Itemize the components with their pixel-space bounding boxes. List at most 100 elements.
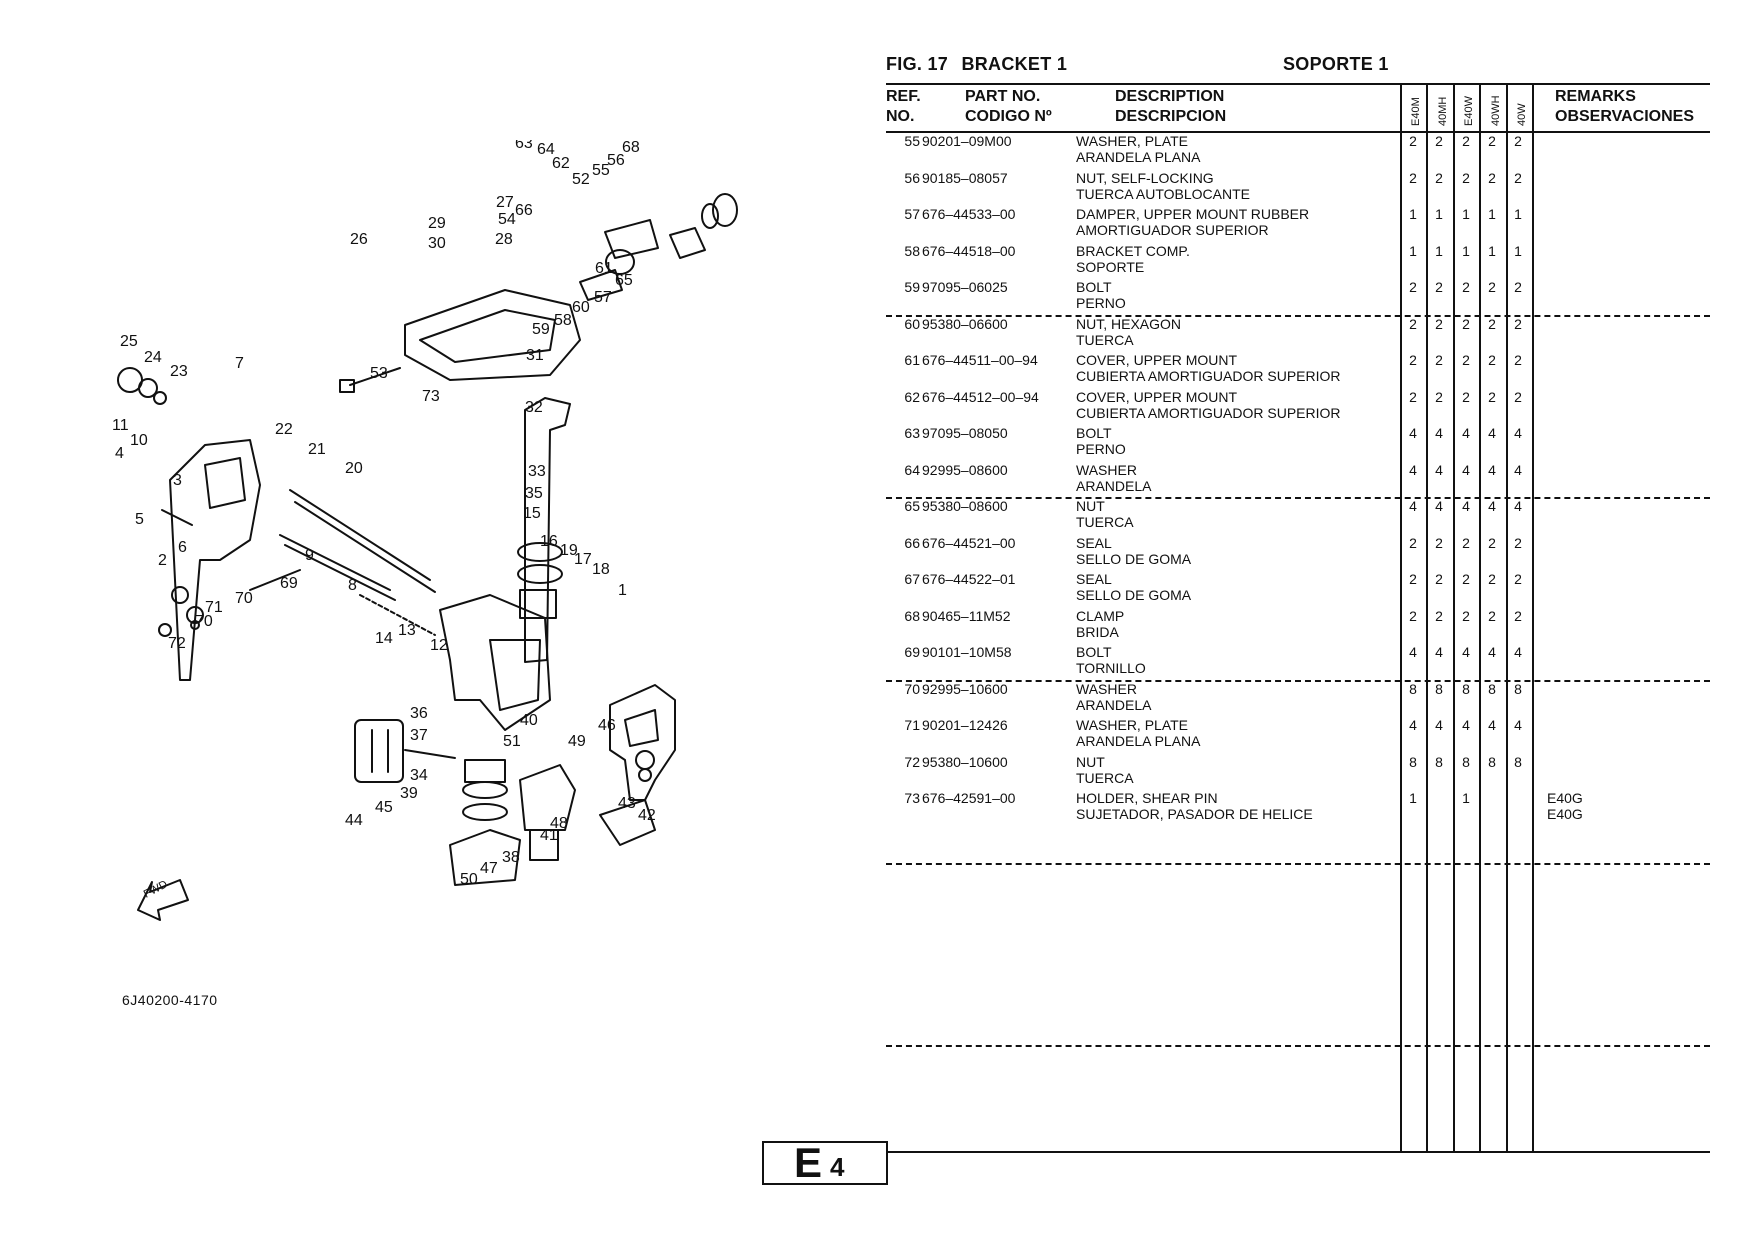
column-divider — [1400, 84, 1402, 1151]
qty: 2 — [1435, 133, 1443, 149]
svg-text:12: 12 — [430, 637, 448, 654]
svg-text:20: 20 — [345, 460, 363, 477]
svg-text:2: 2 — [158, 552, 167, 569]
column-divider — [1506, 84, 1508, 1151]
description-en: BOLT — [1076, 644, 1112, 660]
svg-text:35: 35 — [525, 485, 543, 502]
part-no: 90465–11M52 — [922, 607, 1011, 624]
qty: 2 — [1462, 388, 1470, 405]
qty: 1 — [1462, 242, 1470, 259]
description-en: WASHER — [1076, 680, 1137, 697]
qty: 8 — [1514, 753, 1522, 770]
svg-text:29: 29 — [428, 215, 446, 232]
qty: 8 — [1409, 753, 1417, 770]
qty: 2 — [1488, 571, 1496, 587]
part-no: 95380–10600 — [922, 753, 1008, 770]
figure-number: FIG. 17 — [886, 54, 949, 74]
table-row: 70 92995–10600 WASHER ARANDELA 8 8 8 8 8 — [886, 681, 1716, 718]
qty: 2 — [1514, 133, 1522, 149]
ref-no: 70 — [904, 680, 920, 697]
qty: 4 — [1409, 644, 1417, 660]
ref-no: 65 — [904, 498, 920, 514]
description-en: BOLT — [1076, 425, 1112, 441]
header-remarks: REMARKS OBSERVACIONES — [1555, 88, 1694, 125]
qty: 4 — [1462, 425, 1470, 441]
qty: 1 — [1409, 790, 1417, 806]
description-en: COVER, UPPER MOUNT — [1076, 388, 1238, 405]
qty: 2 — [1409, 352, 1417, 368]
qty: 2 — [1435, 352, 1443, 368]
qty: 4 — [1514, 425, 1522, 441]
header-bottom-rule — [886, 131, 1710, 133]
svg-text:69: 69 — [280, 575, 298, 592]
svg-text:70: 70 — [195, 613, 213, 630]
description-en: NUT — [1076, 498, 1105, 514]
qty: 4 — [1409, 717, 1417, 733]
svg-text:51: 51 — [503, 733, 521, 750]
description-en: BOLT — [1076, 279, 1112, 295]
qty: 4 — [1488, 498, 1496, 514]
svg-text:52: 52 — [572, 171, 590, 188]
figure-title: FIG. 17 BRACKET 1 SOPORTE 1 — [886, 54, 1388, 75]
ref-no: 57 — [904, 206, 920, 222]
svg-text:45: 45 — [375, 799, 393, 816]
part-no: 676–44522–01 — [922, 571, 1016, 587]
diagram-drawing: 1 2 3 4 5 6 7 8 9 10 11 12 13 14 15 16 1… — [112, 140, 738, 921]
diagram-code: 6J40200-4170 — [122, 992, 218, 1008]
qty: 2 — [1514, 534, 1522, 551]
qty: 4 — [1488, 461, 1496, 478]
description-es: TUERCA AUTOBLOCANTE — [1076, 185, 1251, 202]
qty: 2 — [1488, 133, 1496, 149]
svg-text:32: 32 — [525, 399, 543, 416]
footer-rule — [884, 1151, 1710, 1153]
svg-text:38: 38 — [502, 849, 520, 866]
part-no: 676–44511–00–94 — [922, 352, 1038, 368]
figure-title-en: BRACKET 1 — [961, 54, 1068, 74]
svg-text:37: 37 — [410, 727, 428, 744]
svg-text:18: 18 — [592, 561, 610, 578]
description-en: DAMPER, UPPER MOUNT RUBBER — [1076, 206, 1310, 222]
part-no: 95380–06600 — [922, 315, 1008, 332]
svg-text:55: 55 — [592, 162, 610, 179]
description-es: ARANDELA — [1076, 477, 1152, 494]
qty: 2 — [1488, 169, 1496, 186]
figure-title-es: SOPORTE 1 — [1283, 54, 1389, 74]
qty: 2 — [1514, 315, 1522, 332]
qty: 2 — [1462, 607, 1470, 624]
part-no: 97095–06025 — [922, 279, 1008, 295]
group-divider — [886, 315, 1710, 317]
description-es: ARANDELA PLANA — [1076, 733, 1201, 749]
qty: 1 — [1514, 242, 1522, 259]
qty: 1 — [1435, 242, 1443, 259]
group-divider — [886, 497, 1710, 499]
qty: 2 — [1435, 607, 1443, 624]
svg-text:70: 70 — [235, 590, 253, 607]
qty: 2 — [1409, 133, 1417, 149]
svg-text:53: 53 — [370, 365, 388, 382]
description-es: SELLO DE GOMA — [1076, 587, 1192, 603]
svg-text:39: 39 — [400, 785, 418, 802]
qty: 2 — [1435, 534, 1443, 551]
qty: 2 — [1462, 279, 1470, 295]
ref-no: 59 — [904, 279, 920, 295]
qty: 2 — [1514, 279, 1522, 295]
page-letter: E — [794, 1139, 823, 1186]
qty: 4 — [1514, 717, 1522, 733]
qty: 8 — [1409, 680, 1417, 697]
svg-text:60: 60 — [572, 299, 590, 316]
qty: 4 — [1488, 425, 1496, 441]
svg-text:17: 17 — [574, 551, 592, 568]
qty: 2 — [1514, 607, 1522, 624]
part-no: 90201–09M00 — [922, 133, 1012, 149]
qty: 4 — [1488, 717, 1496, 733]
description-es: BRIDA — [1076, 623, 1119, 640]
svg-text:23: 23 — [170, 363, 188, 380]
svg-text:25: 25 — [120, 333, 138, 350]
svg-text:27: 27 — [496, 194, 514, 211]
qty: 4 — [1409, 461, 1417, 478]
qty: 2 — [1488, 388, 1496, 405]
qty: 4 — [1435, 425, 1443, 441]
ref-no: 73 — [904, 790, 920, 806]
qty: 2 — [1435, 279, 1443, 295]
part-no: 95380–08600 — [922, 498, 1008, 514]
